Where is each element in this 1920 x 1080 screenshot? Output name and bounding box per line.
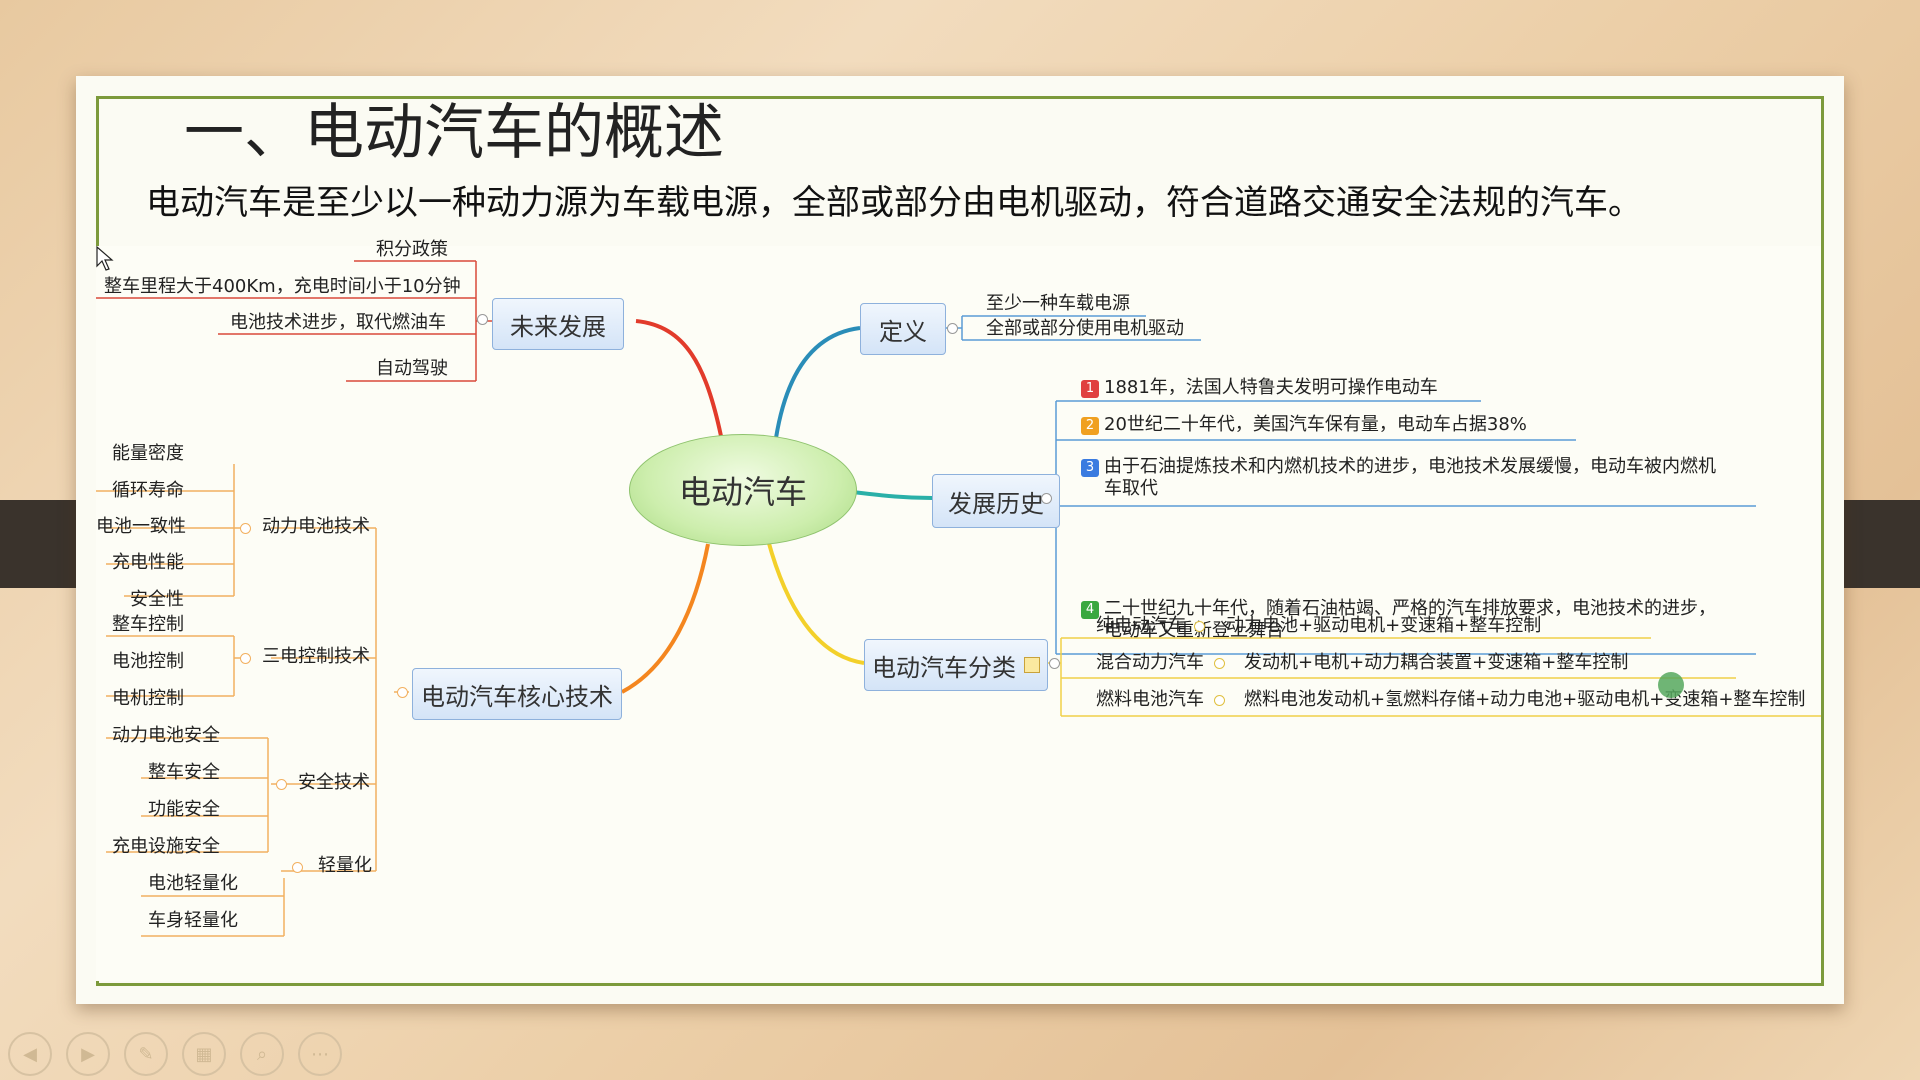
branch-history: [851, 490, 933, 500]
safety-item[interactable]: 整车安全: [148, 762, 220, 783]
safety-item[interactable]: 动力电池安全: [112, 725, 220, 746]
slideshow-controls: ◀ ▶ ✎ ▦ ⌕ ⋯: [8, 1032, 342, 1076]
collapse-control-icon[interactable]: [240, 653, 251, 664]
note-icon[interactable]: [1024, 657, 1040, 673]
subtopic-safety[interactable]: 安全技术: [298, 772, 370, 793]
collapse-definition-icon[interactable]: [947, 323, 958, 334]
collapse-future-icon[interactable]: [477, 314, 488, 325]
pointer-highlight: [1658, 672, 1684, 698]
history-text: 电动车又重新登上舞台: [1104, 620, 1284, 641]
history-item-2[interactable]: 2 20世纪二十年代，美国汽车保有量，电动车占据38%: [1081, 413, 1527, 437]
left-dark-band: [0, 500, 76, 588]
slide: 一、电动汽车的概述 电动汽车是至少以一种动力源为车载电源，全部或部分由电机驱动，…: [76, 76, 1844, 1004]
slide-subtitle: 电动汽车是至少以一种动力源为车载电源，全部或部分由电机驱动，符合道路交通安全法规…: [146, 183, 1642, 223]
history-text: 由于石油提炼技术和内燃机技术的进步，电池技术发展缓慢，电动车被内燃机: [1104, 456, 1716, 477]
branch-classification: [766, 539, 865, 665]
future-item[interactable]: 电池技术进步，取代燃油车: [230, 312, 446, 333]
safety-item[interactable]: 功能安全: [148, 799, 220, 820]
battery-item[interactable]: 充电性能: [112, 552, 184, 573]
collapse-lightweight-icon[interactable]: [292, 862, 303, 873]
history-item-4[interactable]: 4 二十世纪九十年代，随着石油枯竭、严格的汽车排放要求，电池技术的进步，电动车又重…: [1081, 598, 1716, 642]
future-connectors: [96, 260, 492, 382]
topic-core[interactable]: 电动汽车核心技术: [412, 668, 622, 720]
safety-item[interactable]: 充电设施安全: [112, 836, 220, 857]
lightweight-item[interactable]: 车身轻量化: [148, 910, 238, 931]
number-badge-4: 4: [1081, 601, 1099, 619]
zoom-icon[interactable]: ⌕: [240, 1032, 284, 1076]
number-badge-1: 1: [1081, 380, 1099, 398]
class-desc[interactable]: 燃料电池发动机+氢燃料存储+动力电池+驱动电机+变速箱+整车控制: [1244, 689, 1806, 710]
lightweight-item[interactable]: 电池轻量化: [148, 873, 238, 894]
class-desc[interactable]: 发动机+电机+动力耦合装置+变速箱+整车控制: [1244, 652, 1629, 673]
battery-item[interactable]: 循环寿命: [112, 480, 184, 501]
topic-history[interactable]: 发展历史: [932, 474, 1060, 528]
subtopic-lightweight[interactable]: 轻量化: [318, 855, 372, 876]
slides-grid-icon[interactable]: ▦: [182, 1032, 226, 1076]
topic-classification[interactable]: 电动汽车分类: [864, 639, 1048, 691]
control-item[interactable]: 电池控制: [112, 651, 184, 672]
class-type[interactable]: 纯电动汽车: [1096, 615, 1186, 636]
class-desc[interactable]: 动力电池+驱动电机+变速箱+整车控制: [1226, 615, 1542, 636]
prev-slide-icon[interactable]: ◀: [8, 1032, 52, 1076]
mind-map: 电动汽车 未来发展 积分政策 整车里程大于400Km，充电时间小于10分钟 电池…: [96, 239, 1821, 981]
future-item[interactable]: 整车里程大于400Km，充电时间小于10分钟: [104, 276, 461, 297]
pen-icon[interactable]: ✎: [124, 1032, 168, 1076]
history-text: 1881年，法国人特鲁夫发明可操作电动车: [1104, 377, 1438, 398]
collapse-class-3-icon[interactable]: [1214, 695, 1225, 706]
collapse-battery-icon[interactable]: [240, 523, 251, 534]
collapse-class-2-icon[interactable]: [1214, 658, 1225, 669]
more-icon[interactable]: ⋯: [298, 1032, 342, 1076]
collapse-safety-icon[interactable]: [276, 779, 287, 790]
right-dark-band: [1832, 500, 1920, 588]
topic-definition[interactable]: 定义: [860, 303, 946, 355]
history-text: 20世纪二十年代，美国汽车保有量，电动车占据38%: [1104, 414, 1527, 435]
definition-item[interactable]: 至少一种车载电源: [986, 293, 1130, 314]
collapse-class-1-icon[interactable]: [1194, 621, 1205, 632]
future-item[interactable]: 自动驾驶: [376, 358, 448, 379]
branch-definition: [774, 326, 861, 439]
battery-item[interactable]: 能量密度: [112, 443, 184, 464]
topic-future[interactable]: 未来发展: [492, 298, 624, 350]
class-type[interactable]: 燃料电池汽车: [1096, 689, 1204, 710]
control-item[interactable]: 电机控制: [112, 688, 184, 709]
slide-title: 一、电动汽车的概述: [184, 98, 724, 168]
history-text: 车取代: [1104, 478, 1158, 499]
definition-item[interactable]: 全部或部分使用电机驱动: [986, 318, 1184, 339]
future-item[interactable]: 积分政策: [376, 239, 448, 260]
number-badge-3: 3: [1081, 459, 1099, 477]
collapse-classification-icon[interactable]: [1049, 658, 1060, 669]
history-item-3[interactable]: 3 由于石油提炼技术和内燃机技术的进步，电池技术发展缓慢，电动车被内燃机车取代: [1081, 456, 1716, 500]
subtopic-battery[interactable]: 动力电池技术: [262, 516, 370, 537]
battery-item[interactable]: 安全性: [130, 589, 184, 610]
branch-core: [621, 543, 710, 694]
collapse-core-icon[interactable]: [397, 687, 408, 698]
central-topic[interactable]: 电动汽车: [629, 434, 857, 546]
history-connectors: [1040, 400, 1756, 655]
classification-label: 电动汽车分类: [872, 653, 1016, 682]
next-slide-icon[interactable]: ▶: [66, 1032, 110, 1076]
number-badge-2: 2: [1081, 417, 1099, 435]
class-type[interactable]: 混合动力汽车: [1096, 652, 1204, 673]
collapse-history-icon[interactable]: [1041, 493, 1052, 504]
core-connectors: [96, 464, 409, 937]
history-text: 二十世纪九十年代，随着石油枯竭、严格的汽车排放要求，电池技术的进步，: [1104, 598, 1716, 619]
branch-future: [635, 319, 723, 437]
history-item-1[interactable]: 1 1881年，法国人特鲁夫发明可操作电动车: [1081, 376, 1438, 400]
subtopic-control[interactable]: 三电控制技术: [262, 646, 370, 667]
control-item[interactable]: 整车控制: [112, 614, 184, 635]
mouse-cursor-icon: [96, 246, 114, 271]
battery-item[interactable]: 电池一致性: [96, 516, 186, 537]
